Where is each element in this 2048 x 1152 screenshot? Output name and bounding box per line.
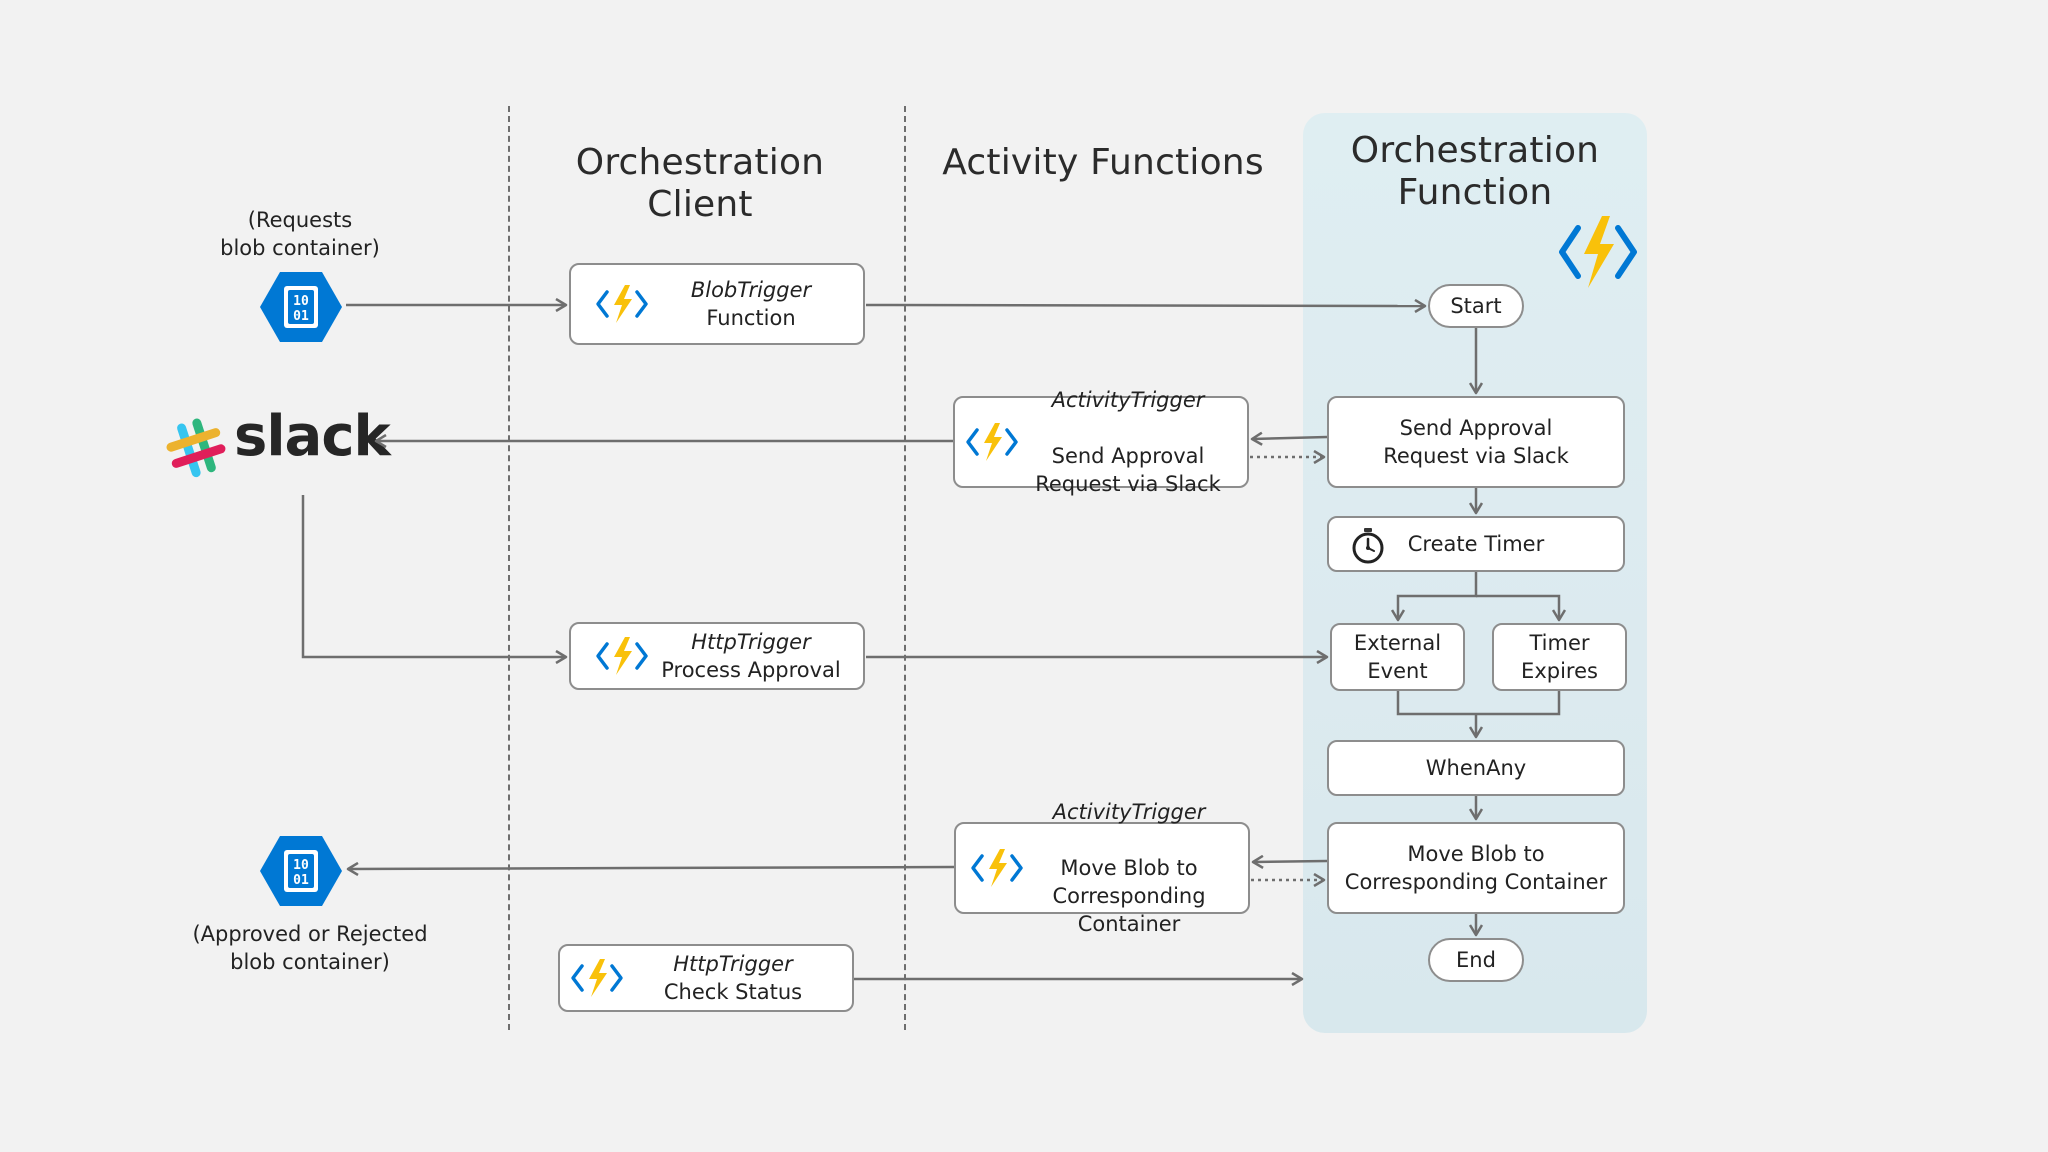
blob-trigger-label: BlobTrigger Function: [649, 276, 863, 332]
process-approval-label: HttpTrigger Process Approval: [649, 628, 863, 684]
azure-function-icon: [1559, 216, 1637, 288]
check-status-label: HttpTrigger Check Status: [624, 950, 852, 1006]
slack-logo-icon: [166, 418, 226, 478]
check-status-function-box[interactable]: HttpTrigger Check Status: [558, 944, 854, 1012]
function-name: Send Approval Request via Slack: [1035, 444, 1221, 496]
separator-right: [904, 106, 906, 1030]
function-name: Move Blob to Corresponding Container: [1052, 856, 1206, 936]
arrow-send-to-activity: [1252, 437, 1328, 439]
join-events: [1396, 691, 1561, 716]
create-timer-label: Create Timer: [1407, 532, 1545, 556]
slack-wordmark: slack: [234, 404, 391, 469]
trigger-type: ActivityTrigger: [1052, 800, 1206, 824]
move-blob-activity-label: ActivityTrigger Move Blob to Correspondi…: [1024, 770, 1248, 966]
function-name: Check Status: [663, 980, 803, 1004]
blob-storage-icon: 10 01: [260, 272, 342, 342]
blob-trigger-function-box[interactable]: BlobTrigger Function: [569, 263, 865, 345]
when-any-step[interactable]: WhenAny: [1327, 740, 1625, 796]
arrow-move-to-activity: [1253, 861, 1328, 862]
timer-expires-step[interactable]: Timer Expires: [1492, 623, 1627, 691]
move-blob-activity-box[interactable]: ActivityTrigger Move Blob to Correspondi…: [954, 800, 1250, 936]
trigger-type: HttpTrigger: [691, 630, 811, 654]
trigger-type: HttpTrigger: [673, 952, 793, 976]
send-approval-activity-box[interactable]: ActivityTrigger Send Approval Request vi…: [953, 388, 1249, 496]
process-approval-function-box[interactable]: HttpTrigger Process Approval: [569, 622, 865, 690]
requests-container-caption: (Requests blob container): [220, 208, 380, 260]
end-step[interactable]: End: [1428, 938, 1524, 982]
heading-activity-functions: Activity Functions: [942, 142, 1264, 183]
send-approval-step[interactable]: Send Approval Request via Slack: [1327, 396, 1625, 488]
arrow-timer-to-expires: [1476, 594, 1559, 620]
arrow-timer-to-external: [1398, 572, 1478, 620]
send-approval-activity-label: ActivityTrigger Send Approval Request vi…: [1019, 358, 1247, 526]
svg-text:01: 01: [293, 873, 309, 888]
arrow-activity-to-blob: [348, 867, 955, 869]
function-name: Function: [706, 306, 796, 330]
azure-function-icon: [596, 637, 648, 675]
azure-function-icon: [971, 849, 1023, 887]
svg-text:01: 01: [293, 309, 309, 324]
blob-storage-icon: 10 01: [260, 836, 342, 906]
function-name: Process Approval: [661, 658, 841, 682]
stopwatch-icon: [1352, 528, 1384, 564]
start-step[interactable]: Start: [1428, 284, 1524, 328]
svg-text:10: 10: [293, 294, 309, 309]
approved-container-caption: (Approved or Rejected blob container): [192, 922, 428, 974]
heading-orchestration-function: Orchestration Function: [1350, 130, 1600, 213]
trigger-type: ActivityTrigger: [1051, 388, 1205, 412]
separator-left: [508, 106, 510, 1030]
azure-function-icon: [571, 959, 623, 997]
arrow-slack-to-process-approval: [301, 495, 566, 657]
azure-function-icon: [966, 423, 1018, 461]
create-timer-step[interactable]: Create Timer: [1327, 516, 1625, 572]
azure-function-icon: [596, 285, 648, 323]
svg-text:10: 10: [293, 858, 309, 873]
heading-orchestration-client: Orchestration Client: [575, 142, 825, 225]
move-blob-step[interactable]: Move Blob to Corresponding Container: [1327, 822, 1625, 914]
arrow-blobtrigger-to-start: [865, 305, 1425, 306]
trigger-type: BlobTrigger: [690, 278, 812, 302]
external-event-step[interactable]: External Event: [1330, 623, 1465, 691]
